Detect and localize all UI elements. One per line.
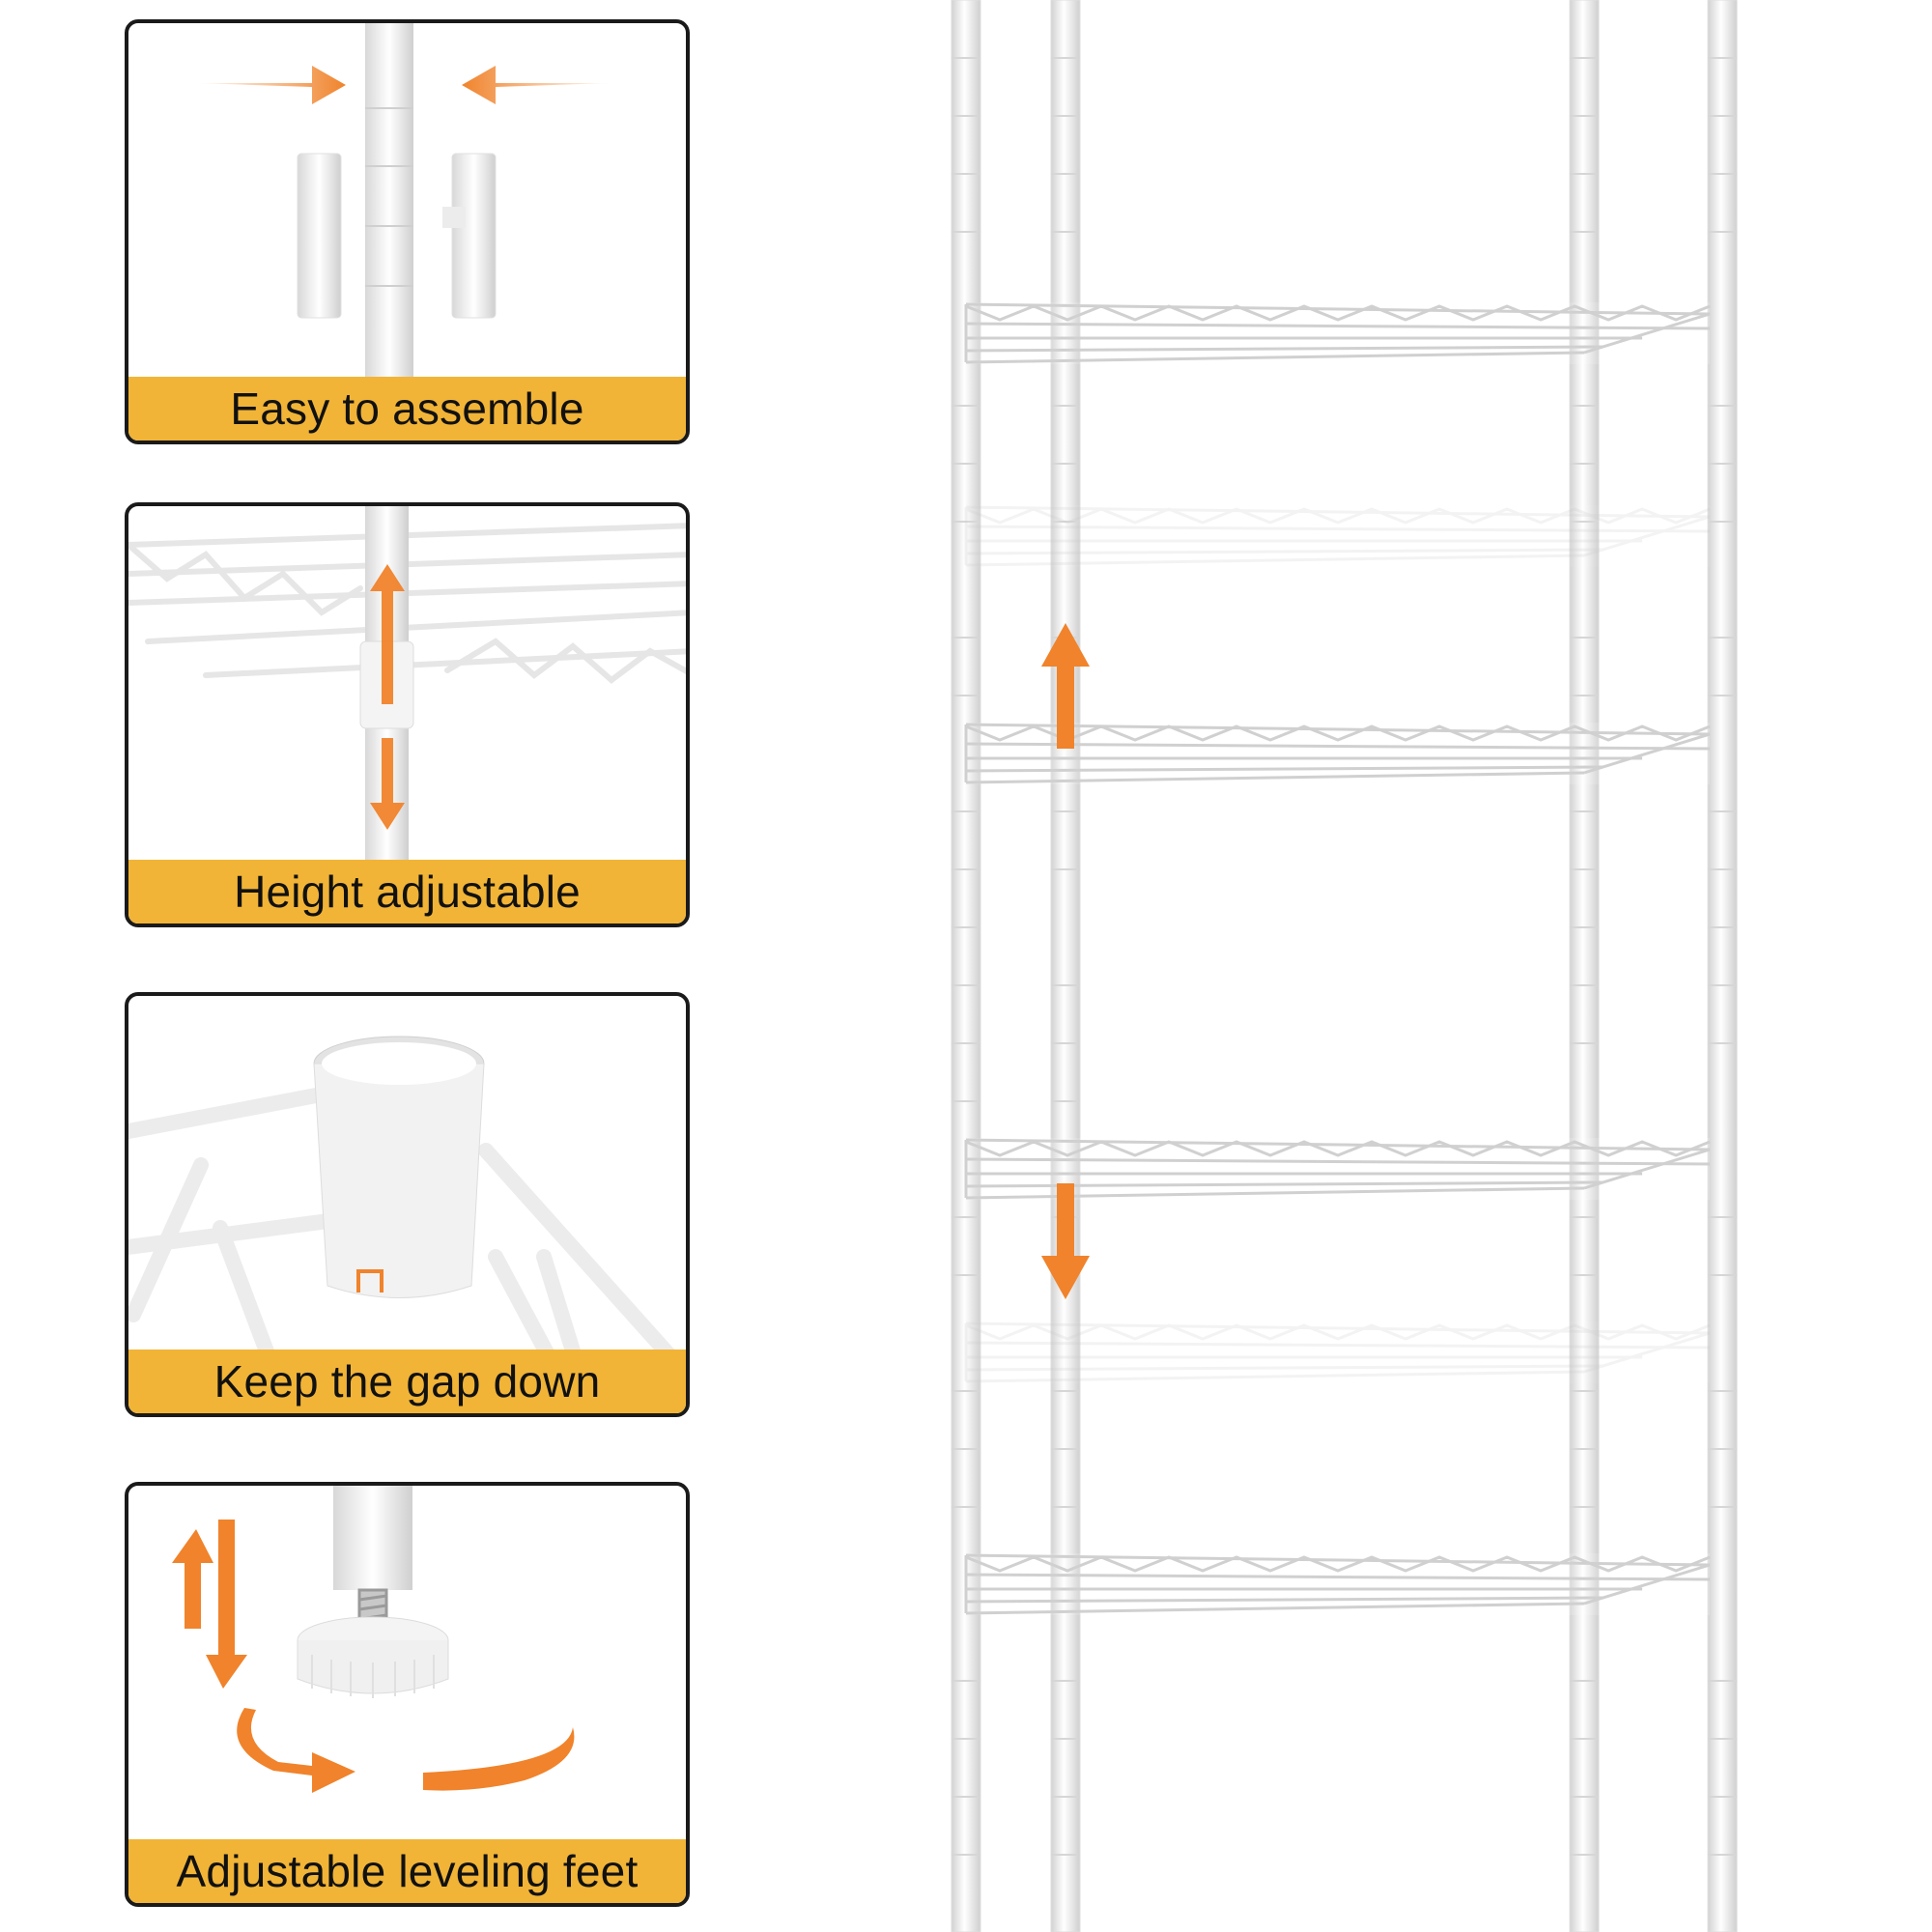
shelf-wire — [965, 742, 1711, 751]
wire-shelf — [964, 302, 1711, 364]
shelf-wire — [965, 1553, 1711, 1567]
feature-panel-assemble: Easy to assemble — [125, 19, 690, 444]
leveling-foot-icon — [172, 1486, 575, 1793]
post-grooves — [952, 57, 1737, 1856]
shelf-truss — [965, 304, 1711, 322]
feature-panel-gap: Keep the gap down — [125, 992, 690, 1417]
shelf-wire — [965, 345, 1605, 353]
wire-shelf — [964, 1553, 1711, 1615]
shelf-wire — [1583, 1563, 1711, 1605]
rack-post — [1569, 0, 1600, 1932]
shelf-wire — [1583, 1148, 1711, 1190]
wire-shelf — [964, 723, 1711, 784]
rack-post — [1050, 0, 1081, 1932]
shelf-wire — [965, 505, 1711, 519]
shelf-wire — [965, 554, 1585, 567]
shelf-wire — [965, 1573, 1711, 1581]
shelf-wire — [965, 1602, 1585, 1615]
rack-post — [951, 0, 981, 1932]
shelf-truss — [965, 724, 1711, 742]
feature-caption: Easy to assemble — [128, 377, 686, 440]
shelf-wire — [965, 1370, 1585, 1383]
shelf-wire — [965, 1341, 1711, 1350]
feature-panel-height: Height adjustable — [125, 502, 690, 927]
wire-shelving-unit — [951, 0, 1738, 1932]
shelf-wire — [965, 1138, 1711, 1151]
shelf-wire — [1583, 732, 1711, 775]
feature-caption: Height adjustable — [128, 860, 686, 923]
height-adjust-arrows — [1041, 623, 1090, 1299]
shelf-wire — [1583, 312, 1711, 355]
shelf-truss — [965, 507, 1711, 525]
shelf-truss — [965, 1323, 1711, 1341]
height-adjust-icon — [128, 506, 686, 873]
shelf-truss — [965, 1140, 1711, 1157]
shelf-wire — [965, 548, 1605, 555]
feature-caption: Adjustable leveling feet — [128, 1839, 686, 1903]
wire-shelf — [964, 1138, 1711, 1200]
rack-post — [1707, 0, 1738, 1932]
shelf-wire — [965, 322, 1711, 330]
shelf-wire — [965, 1596, 1605, 1604]
shelf-wire — [965, 771, 1585, 784]
shelf-ghost — [964, 1321, 1711, 1383]
shelf-wire — [965, 1321, 1711, 1335]
shelf-wire — [965, 1364, 1605, 1372]
shelf-wire — [965, 302, 1711, 316]
shelf-wire — [965, 765, 1605, 773]
shelf-wire — [965, 351, 1585, 364]
shelf-truss — [965, 1555, 1711, 1573]
shelf-ghost — [964, 505, 1711, 567]
feature-panel-feet: Adjustable leveling feet — [125, 1482, 690, 1907]
shelf-wire — [1583, 1331, 1711, 1374]
shelf-wire — [965, 1157, 1711, 1166]
pole-clip-icon — [196, 23, 611, 390]
feature-caption: Keep the gap down — [128, 1350, 686, 1413]
shelf-wire — [965, 525, 1711, 533]
shelf-wire — [965, 723, 1711, 736]
shelf-wire — [1583, 515, 1711, 557]
